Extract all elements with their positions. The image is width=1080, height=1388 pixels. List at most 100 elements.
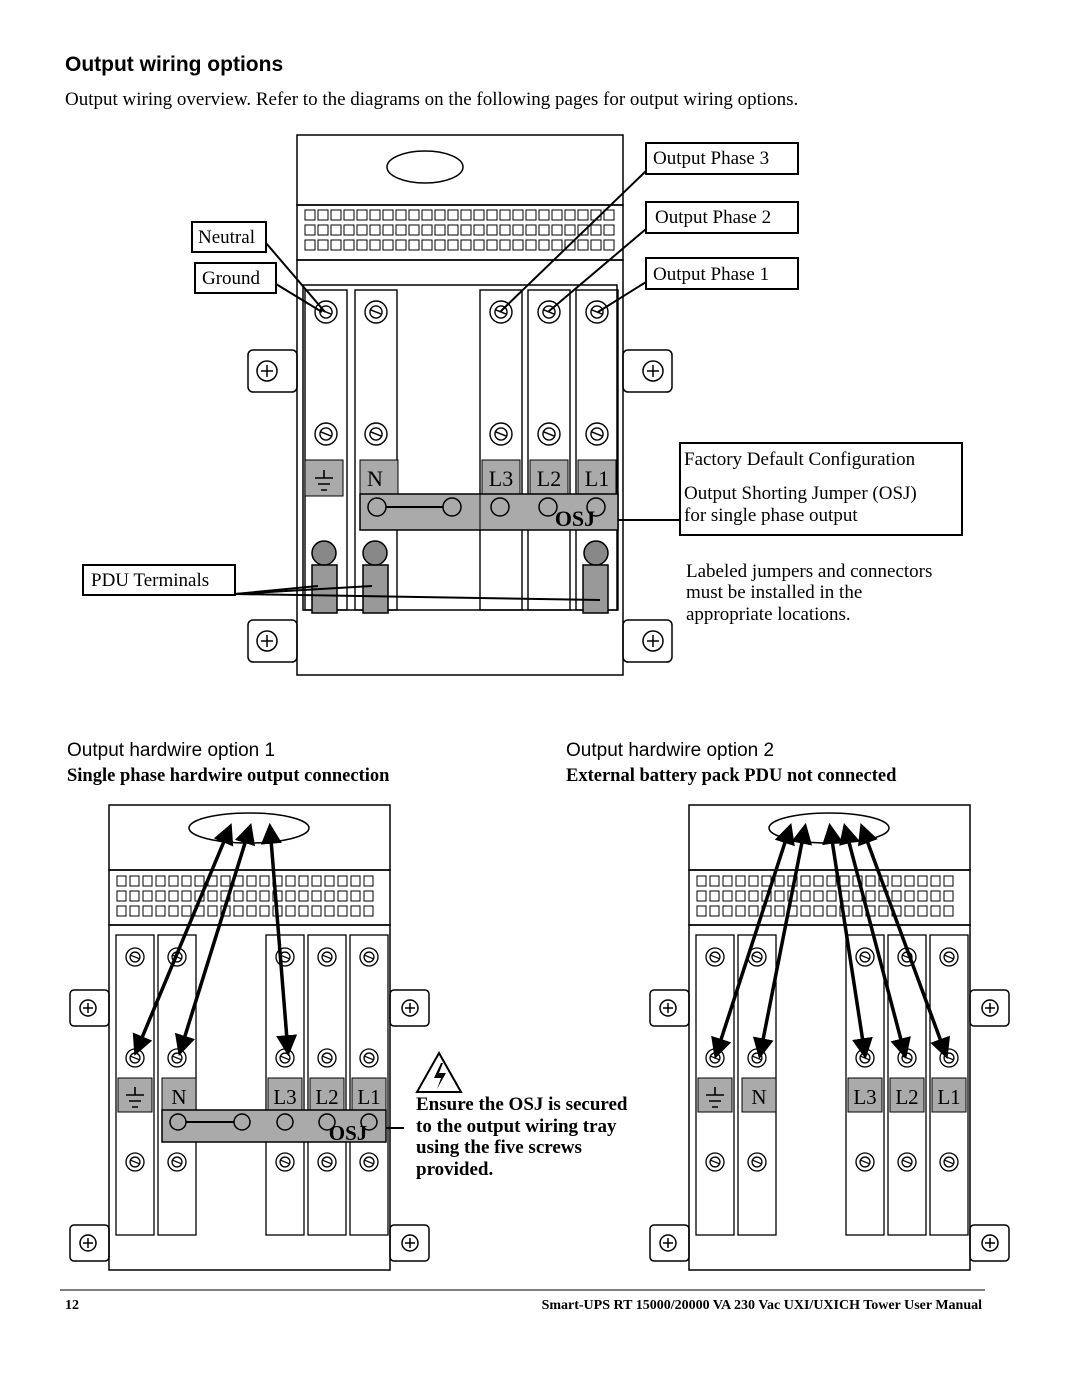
vent-slot xyxy=(324,905,335,917)
vent-slot xyxy=(499,239,511,251)
screw-icon xyxy=(317,1048,337,1068)
warning-line-3: using the five screws xyxy=(416,1137,582,1158)
vent-slot xyxy=(917,905,928,917)
vent-slot xyxy=(460,209,472,221)
screw-icon xyxy=(314,422,338,446)
vent-slot xyxy=(408,209,420,221)
vent-slot xyxy=(512,224,524,236)
screw-icon xyxy=(709,1156,721,1168)
vent-slot xyxy=(382,209,394,221)
vent-slot xyxy=(722,875,733,887)
vent-slot xyxy=(590,239,602,251)
ground-symbol-icon xyxy=(706,1087,724,1108)
screw-icon xyxy=(363,1052,375,1064)
vent-slot xyxy=(826,890,837,902)
screw-icon xyxy=(537,300,561,324)
option1-label-l3: L3 xyxy=(273,1085,296,1109)
screw-slot xyxy=(364,954,374,960)
screw-icon xyxy=(125,1152,145,1172)
vent-slot xyxy=(603,209,615,221)
screw-slot xyxy=(944,954,954,960)
note-line-1: Labeled jumpers and connectors xyxy=(686,561,932,582)
vent-slot xyxy=(722,905,733,917)
vent-slot xyxy=(826,875,837,887)
screw-icon xyxy=(751,1156,763,1168)
option2-label-l1: L1 xyxy=(937,1085,960,1109)
screw-slot xyxy=(752,954,762,960)
vent-slot xyxy=(369,209,381,221)
vent-slot xyxy=(298,890,309,902)
screw-icon xyxy=(859,1156,871,1168)
vent-slot xyxy=(603,224,615,236)
screw-icon xyxy=(489,422,513,446)
screw-icon xyxy=(369,427,383,441)
option2-diagram: N L3 L2 L1 xyxy=(649,804,1010,1271)
vent-slot xyxy=(577,209,589,221)
screw-slot xyxy=(860,1055,870,1061)
vent-slot xyxy=(748,890,759,902)
vent-slot xyxy=(473,224,485,236)
vent-slot xyxy=(943,905,954,917)
vent-slot xyxy=(696,875,707,887)
vent-slot xyxy=(826,905,837,917)
vent-slot xyxy=(343,224,355,236)
vent-slot xyxy=(735,890,746,902)
vent-slot xyxy=(395,224,407,236)
option2-label-l3: L3 xyxy=(853,1085,876,1109)
vent-slot xyxy=(324,875,335,887)
vent-slot xyxy=(434,239,446,251)
screw-slot xyxy=(710,1055,720,1061)
vent-slot xyxy=(343,209,355,221)
cable-knockout xyxy=(386,150,464,184)
vent-slot xyxy=(930,875,941,887)
vent-slot xyxy=(499,209,511,221)
electrical-hazard-icon xyxy=(415,1050,463,1093)
screw-slot xyxy=(710,954,720,960)
vent-slot xyxy=(408,224,420,236)
vent-slot xyxy=(865,890,876,902)
screw-slot xyxy=(322,1055,332,1061)
screw-icon xyxy=(939,1152,959,1172)
screw-icon xyxy=(364,300,388,324)
screw-icon xyxy=(317,1152,337,1172)
vent-slot xyxy=(904,875,915,887)
screw-icon xyxy=(494,305,508,319)
screw-icon xyxy=(317,947,337,967)
vent-slot xyxy=(748,905,759,917)
vent-slot xyxy=(917,890,928,902)
vent-slot xyxy=(350,905,361,917)
warning-line-2: to the output wiring tray xyxy=(416,1115,617,1137)
vent-slot xyxy=(350,875,361,887)
warning-line-4: provided. xyxy=(416,1158,494,1180)
terminal-label-n: N xyxy=(367,466,383,491)
screw-slot xyxy=(172,1159,182,1165)
screw-icon xyxy=(369,305,383,319)
vent-slot xyxy=(460,239,472,251)
manual-title: Smart-UPS RT 15000/20000 VA 230 Vac UXI/… xyxy=(541,1298,982,1313)
screw-slot xyxy=(944,1055,954,1061)
screw-icon xyxy=(167,1152,187,1172)
vent-slot xyxy=(577,239,589,251)
screw-slot xyxy=(944,1159,954,1165)
option2-label-l2: L2 xyxy=(895,1085,918,1109)
vent-slot xyxy=(298,905,309,917)
screw-slot xyxy=(364,1055,374,1061)
osj-description-line-2: for single phase output xyxy=(684,505,858,526)
ground-symbol-icon xyxy=(126,1087,144,1108)
vent-slot xyxy=(116,905,127,917)
vent-slot xyxy=(363,905,374,917)
vent-slot xyxy=(917,875,928,887)
vent-slot xyxy=(904,890,915,902)
terminal-column xyxy=(527,289,571,611)
vent-slot xyxy=(774,905,785,917)
option2-label-n: N xyxy=(751,1085,766,1109)
vent-slot xyxy=(304,239,316,251)
vent-slot xyxy=(363,875,374,887)
screw-icon xyxy=(319,305,333,319)
vent-slot xyxy=(473,239,485,251)
vent-slot xyxy=(709,875,720,887)
terminal-column xyxy=(307,934,347,1236)
screw-slot xyxy=(280,1055,290,1061)
screw-icon xyxy=(489,300,513,324)
vent-slot xyxy=(324,890,335,902)
